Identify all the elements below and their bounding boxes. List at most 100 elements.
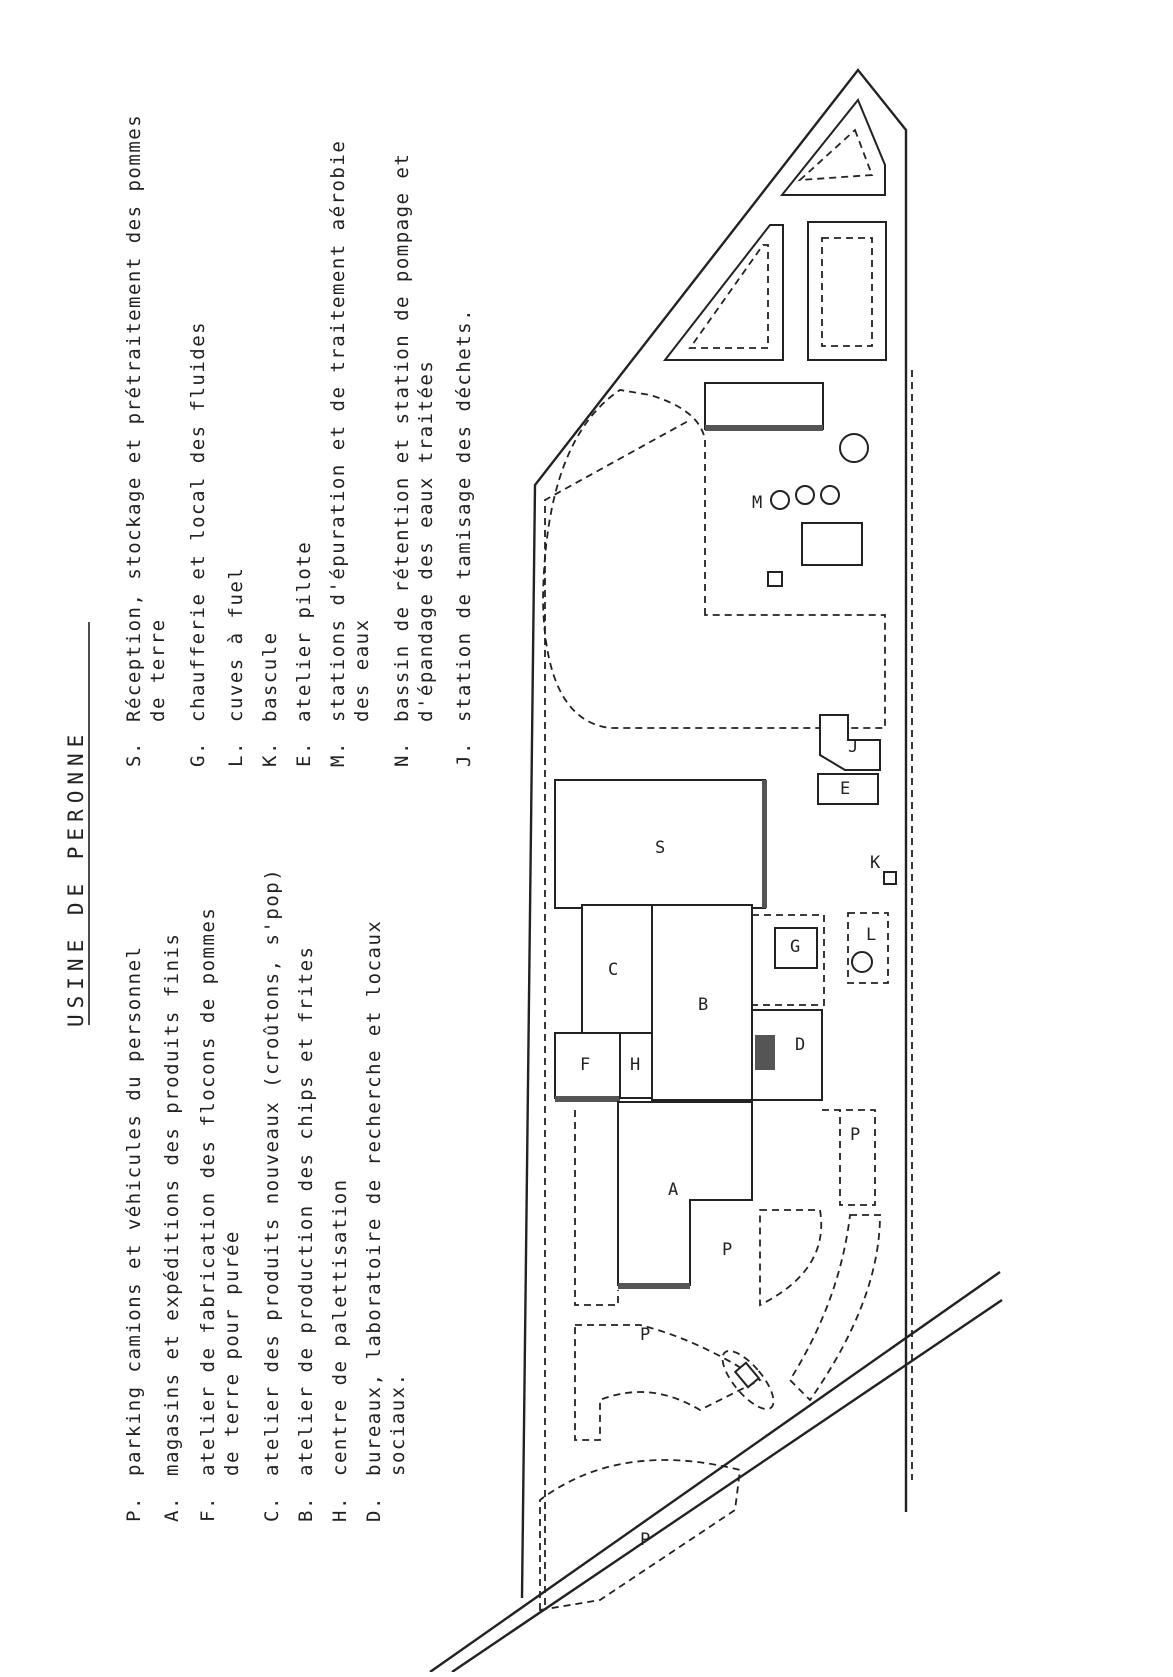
legend-text: bureaux, laboratoire de recherche et loc… — [363, 920, 385, 1476]
tank-long — [704, 382, 824, 430]
label-K: K — [870, 853, 881, 873]
basin-circle — [820, 485, 840, 505]
tank-long-shadow — [705, 425, 823, 431]
legend-text: de terre pour purée — [221, 1230, 243, 1476]
legend-text: USINE DE PERONNE P. parking camions et v… — [64, 114, 475, 1522]
label-J: J — [848, 737, 858, 757]
weighbridge-K — [883, 871, 897, 885]
label-H: H — [630, 1055, 640, 1075]
road-edge-outer — [429, 1271, 1001, 1673]
building-C — [581, 904, 653, 1034]
legend-code: C. — [261, 1496, 283, 1522]
label-P: P — [640, 1325, 650, 1345]
pond-left — [662, 224, 784, 361]
legend-code: E. — [293, 741, 315, 767]
building-A-shadow — [618, 1283, 690, 1289]
legend-text: atelier de production des chips et frite… — [295, 946, 317, 1477]
parking-zone — [574, 1110, 619, 1306]
building-G — [774, 927, 818, 969]
building-E — [817, 773, 879, 805]
legend-text: cuves à fuel — [225, 567, 247, 722]
building-S-shadow — [762, 780, 767, 908]
label-A: A — [668, 1180, 678, 1200]
pond-right-inner — [821, 237, 873, 347]
parking-zone — [539, 1459, 741, 1612]
legend-text: stations d'épuration et de traitement aé… — [327, 140, 349, 722]
site-plan: M J E K S C B F H G L — [429, 68, 1003, 1673]
page-title: USINE DE PERONNE — [64, 729, 88, 1027]
basin-circle — [770, 490, 790, 510]
legend-text: station de tamisage des déchets. — [453, 308, 475, 722]
pond-left-inner — [688, 244, 769, 349]
internal-road-line — [544, 419, 691, 1605]
parking-zone — [788, 1214, 881, 1402]
label-P: P — [722, 1240, 732, 1260]
legend-left: P. parking camions et véhicules du perso… — [123, 868, 409, 1522]
road-edge-inner — [451, 1299, 1003, 1673]
legend-code: L. — [225, 741, 247, 767]
parking-zone — [759, 1209, 823, 1307]
legend-text: atelier des produits nouveaux (croûtons,… — [261, 868, 283, 1476]
label-E: E — [840, 779, 850, 799]
label-C: C — [608, 960, 618, 980]
legend-code: A. — [161, 1496, 183, 1522]
treatment-zone — [542, 389, 886, 729]
pond-right — [807, 221, 887, 361]
building-H — [619, 1032, 653, 1099]
roundabout — [721, 1350, 775, 1410]
parking-zone — [574, 1324, 762, 1441]
legend-text: d'épandage des eaux traitées — [415, 360, 437, 722]
label-F: F — [580, 1055, 590, 1075]
legend-text: magasins et expéditions des produits fin… — [161, 933, 183, 1476]
label-M: M — [752, 493, 762, 513]
zone-L — [847, 912, 889, 984]
legend-right: S. Réception, stockage et prétraitement … — [123, 114, 475, 767]
legend-text: chaufferie et local des fluides — [187, 321, 209, 722]
legend-text: des eaux — [351, 618, 373, 722]
building-J — [819, 714, 881, 771]
label-P: P — [850, 1125, 860, 1145]
building-F-shadow — [555, 1096, 620, 1102]
legend-text: Réception, stockage et prétraitement des… — [123, 114, 145, 722]
zone-G — [751, 914, 825, 1006]
legend-code: J. — [453, 741, 475, 767]
legend-code: G. — [187, 741, 209, 767]
label-P: P — [640, 1530, 650, 1550]
label-B: B — [698, 995, 708, 1015]
fuel-tank — [851, 951, 873, 973]
legend-text: parking camions et véhicules du personne… — [123, 946, 145, 1477]
building-D-mark — [755, 1035, 775, 1070]
legend-code: F. — [197, 1496, 219, 1522]
legend-code: B. — [295, 1496, 317, 1522]
pond-triangle-inner — [797, 128, 874, 182]
legend-text: bassin de rétention et station de pompag… — [391, 153, 413, 722]
legend-text: atelier pilote — [293, 541, 315, 722]
site-boundary — [520, 68, 908, 1599]
legend-code: K. — [259, 741, 281, 767]
legend-text: bascule — [259, 631, 281, 722]
label-L: L — [866, 925, 876, 945]
legend-code: M. — [327, 741, 349, 767]
parking-zone — [822, 1109, 876, 1206]
treatment-building — [801, 522, 863, 566]
label-G: G — [790, 937, 800, 957]
legend-code: D. — [363, 1496, 385, 1522]
legend-text: centre de palettisation — [329, 1178, 351, 1476]
building-B — [651, 904, 753, 1101]
legend-text: de terre — [147, 618, 169, 722]
label-D: D — [795, 1035, 805, 1055]
clarifier-circle — [839, 433, 869, 463]
legend-text: atelier de fabrication des flocons de po… — [197, 907, 219, 1476]
legend-code: N. — [391, 741, 413, 767]
gatehouse — [733, 1361, 761, 1389]
label-S: S — [655, 838, 665, 858]
legend-code: S. — [123, 741, 145, 767]
basin-circle — [795, 485, 815, 505]
legend-text: sociaux. — [387, 1372, 409, 1476]
legend-code: P. — [123, 1496, 145, 1522]
legend-code: H. — [329, 1496, 351, 1522]
small-box — [767, 571, 783, 587]
pond-triangle — [779, 98, 886, 196]
